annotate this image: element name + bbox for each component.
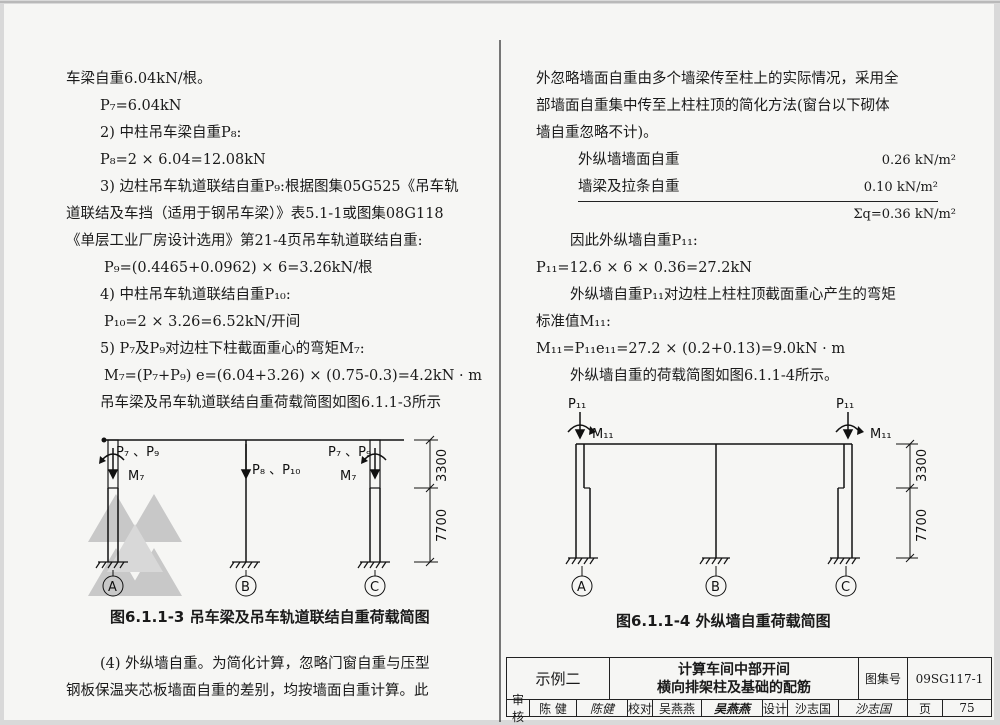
text-line: 钢板保温夹芯板墙面自重的差别，均按墙面自重计算。此: [66, 683, 429, 699]
text-line: 《单层工业厂房设计选用》第21-4页吊车轨道联结自重:: [66, 233, 423, 249]
check-label: 校对: [627, 699, 653, 717]
document-page: 车梁自重6.04kN/根。 P₇=6.04kN 2) 中柱吊车梁自重P₈: P₈…: [4, 4, 994, 720]
text-line: 4) 中柱吊车轨道联结自重P₁₀:: [100, 287, 291, 303]
formula-p7: P₇=6.04kN: [100, 98, 182, 114]
load-label: 墙梁及拉条自重: [578, 179, 680, 195]
axis-a: A: [108, 580, 117, 595]
designer-name: 沙志国: [787, 699, 839, 717]
formula-p8: P₈=2 × 6.04=12.08kN: [100, 152, 266, 168]
dim-7700: 7700: [915, 509, 930, 542]
page-label: 页: [907, 699, 943, 717]
reviewer-name: 陈 健: [529, 699, 577, 717]
axis-b: B: [241, 580, 250, 595]
figure-caption-1: 图6.1.1-3 吊车梁及吊车轨道联结自重荷载简图: [110, 608, 430, 626]
label-m11-a: M₁₁: [592, 427, 614, 442]
dim-3300: 3300: [435, 449, 450, 482]
load-sum: Σq=0.36 kN/m²: [853, 207, 956, 222]
checker-signature: 吴燕燕: [701, 699, 763, 717]
axis-a: A: [577, 580, 586, 595]
design-label: 设计: [762, 699, 788, 717]
label-m11-c: M₁₁: [870, 427, 892, 442]
label-m7-c: M₇: [340, 469, 356, 484]
text-line: 车梁自重6.04kN/根。: [66, 71, 212, 87]
title-line-1: 计算车间中部开间: [678, 661, 790, 678]
text-line: 外忽略墙面自重由多个墙梁传至柱上的实际情况，采用全: [536, 71, 899, 87]
designer-signature: 沙志国: [838, 699, 908, 717]
load-value: 0.10 kN/m²: [863, 180, 938, 195]
axis-b: B: [711, 580, 720, 595]
load-row: 墙梁及拉条自重 0.10 kN/m²: [536, 174, 956, 202]
formula-p11: P₁₁=12.6 × 6 × 0.36=27.2kN: [536, 260, 752, 276]
text-line: 外纵墙自重的荷载简图如图6.1.1-4所示。: [570, 368, 839, 384]
text-line: 外纵墙自重P₁₁对边柱上柱柱顶截面重心产生的弯矩: [570, 287, 896, 303]
label-p11-a: P₁₁: [568, 397, 586, 412]
label-p7-p9-a: P₇ 、P₉: [116, 445, 159, 460]
atlas-number: 09SG117-1: [907, 657, 992, 700]
formula-p9: P₉=(0.4465+0.0962) × 6=3.26kN/根: [104, 260, 373, 276]
load-label: 外纵墙墙面自重: [578, 152, 680, 168]
text-line: (4) 外纵墙自重。为简化计算，忽略门窗自重与压型: [100, 656, 430, 672]
load-value: 0.26 kN/m²: [881, 153, 956, 168]
left-bottom-text: (4) 外纵墙自重。为简化计算，忽略门窗自重与压型 钢板保温夹芯板墙面自重的差别…: [66, 651, 486, 705]
title-block: 示例二 计算车间中部开间 横向排架柱及基础的配筋 图集号 09SG117-1 审…: [506, 657, 992, 724]
dim-7700: 7700: [435, 509, 450, 542]
right-column: 外忽略墙面自重由多个墙梁传至柱上的实际情况，采用全 部墙面自重集中传至上柱柱顶的…: [536, 66, 956, 390]
text-line: 吊车梁及吊车轨道联结自重荷载简图如图6.1.1-3所示: [100, 395, 442, 411]
label-p11-c: P₁₁: [836, 397, 854, 412]
watermark-logo: [88, 494, 182, 596]
load-row: 外纵墙墙面自重 0.26 kN/m²: [536, 147, 956, 174]
text-line: 2) 中柱吊车梁自重P₈:: [100, 125, 242, 141]
atlas-label: 图集号: [858, 657, 908, 700]
label-p7-p9-c: P₇ 、P₉: [328, 445, 371, 460]
drawing-title: 计算车间中部开间 横向排架柱及基础的配筋: [609, 657, 859, 700]
left-column: 车梁自重6.04kN/根。 P₇=6.04kN 2) 中柱吊车梁自重P₈: P₈…: [66, 66, 486, 417]
formula-m7: M₇=(P₇+P₉) e=(6.04+3.26) × (0.75-0.3)=4.…: [104, 368, 482, 384]
axis-c: C: [370, 580, 379, 595]
text-line: 标准值M₁₁:: [536, 314, 611, 330]
text-line: 3) 边柱吊车轨道联结自重P₉:根据图集05G525《吊车轨: [100, 179, 459, 195]
text-line: 5) P₇及P₉对边柱下柱截面重心的弯矩M₇:: [100, 341, 365, 357]
dim-3300: 3300: [915, 449, 930, 482]
text-line: 部墙面自重集中传至上柱柱顶的简化方法(窗台以下砌体: [536, 98, 890, 114]
reviewer-signature: 陈健: [576, 699, 628, 717]
label-m7-a: M₇: [128, 469, 144, 484]
text-line: 墙自重忽略不计)。: [536, 125, 658, 141]
formula-p10: P₁₀=2 × 3.26=6.52kN/开间: [104, 314, 301, 330]
checker-name: 吴燕燕: [652, 699, 702, 717]
figure-caption-2: 图6.1.1-4 外纵墙自重荷载简图: [616, 612, 831, 630]
figure-6-1-1-4: P₁₁ M₁₁ P₁₁ M₁₁ 3300 7700 A B C: [565, 397, 930, 597]
review-label: 审核: [506, 693, 530, 724]
axis-c: C: [841, 580, 850, 595]
label-p8-p10: P₈ 、P₁₀: [252, 463, 300, 478]
text-line: 因此外纵墙自重P₁₁:: [570, 233, 698, 249]
title-line-2: 横向排架柱及基础的配筋: [657, 679, 811, 696]
text-line: 道联结及车挡（适用于钢吊车梁）》表5.1-1或图集08G118: [66, 206, 444, 222]
figure-6-1-1-3: P₇ 、P₉ M₇ P₈ 、P₁₀ P₇ 、P₉ M₇ 3300 7700 A …: [88, 435, 450, 597]
formula-m11: M₁₁=P₁₁e₁₁=27.2 × (0.2+0.13)=9.0kN · m: [536, 341, 846, 357]
page-number: 75: [942, 699, 992, 717]
